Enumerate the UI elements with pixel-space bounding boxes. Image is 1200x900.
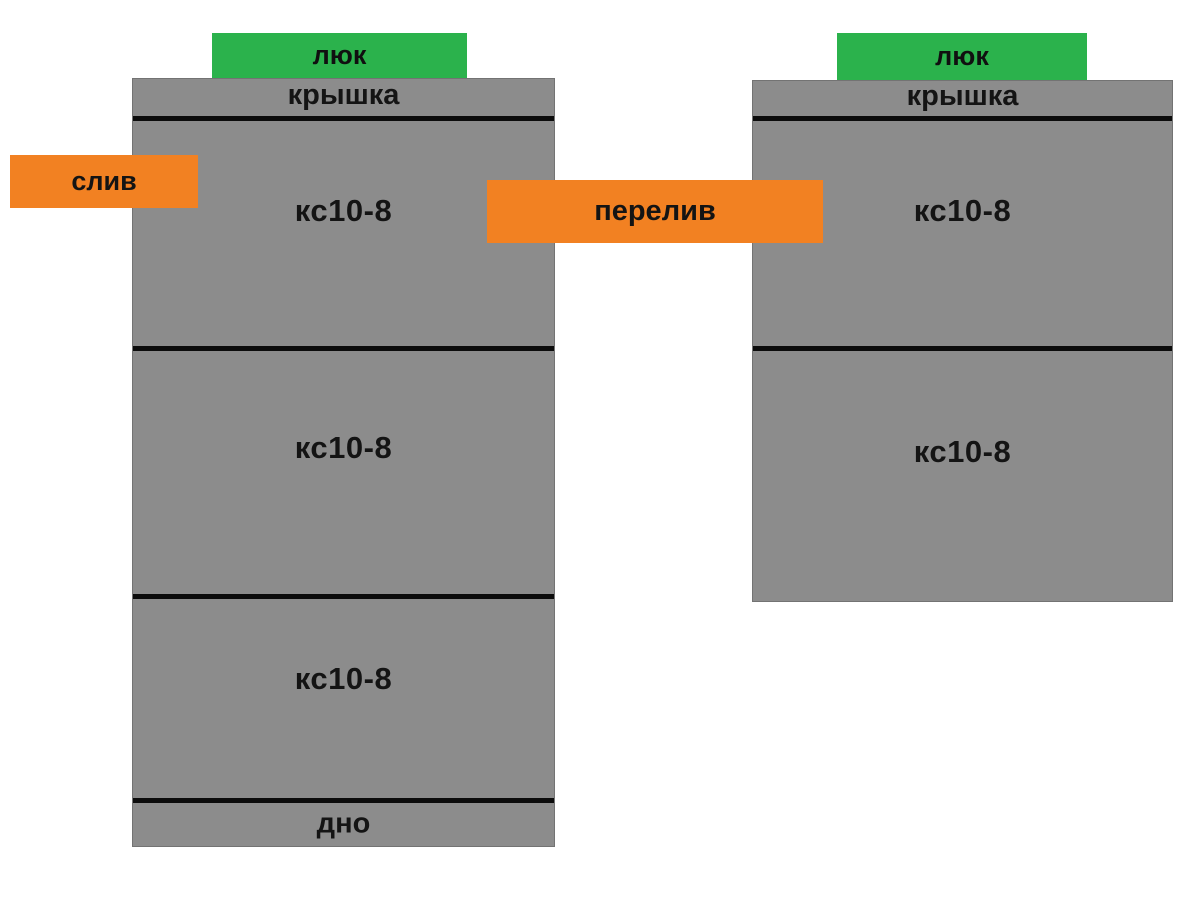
left-tank-ring-3-label: кс10-8: [294, 660, 393, 696]
left-tank-ring-3: кс10-8: [133, 599, 554, 803]
overflow-pipe-label: перелив: [594, 195, 716, 227]
left-tank-ring-1: кс10-8: [133, 121, 554, 351]
right-tank-cover-band: крышка: [753, 79, 1172, 121]
right-tank-ring-2: кс10-8: [753, 351, 1172, 603]
right-hatch-label: люк: [935, 41, 989, 71]
left-hatch-label: люк: [312, 40, 367, 70]
right-tank-ring-1-label: кс10-8: [913, 193, 1012, 228]
left-tank: крышка кс10-8 кс10-8 кс10-8 дно: [132, 78, 555, 847]
right-hatch-block: люк: [837, 33, 1087, 80]
left-tank-cover-band: крышка: [133, 78, 554, 121]
left-tank-ring-2: кс10-8: [133, 351, 554, 599]
drain-pipe-label: слив: [71, 166, 137, 196]
left-tank-ring-2-label: кс10-8: [294, 430, 393, 466]
overflow-pipe-block: перелив: [487, 180, 823, 243]
right-tank-cover-label: крышка: [906, 79, 1019, 112]
left-tank-cover-label: крышка: [287, 78, 400, 111]
drain-pipe-block: слив: [10, 155, 198, 208]
right-tank-ring-2-label: кс10-8: [913, 433, 1012, 469]
left-tank-bottom-band: дно: [133, 803, 554, 848]
right-tank: крышка кс10-8 кс10-8: [752, 79, 1173, 603]
left-tank-bottom-label: дно: [316, 807, 371, 840]
right-tank-ring-1: кс10-8: [753, 121, 1172, 351]
left-hatch-block: люк: [212, 33, 467, 78]
left-tank-ring-1-label: кс10-8: [294, 193, 393, 228]
